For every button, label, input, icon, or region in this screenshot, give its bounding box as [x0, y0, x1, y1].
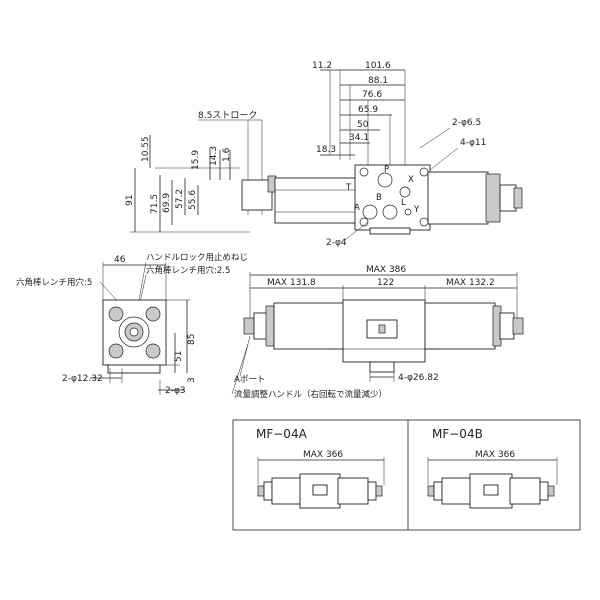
dim-2-phi6-5: 2-φ6.5: [452, 118, 481, 128]
dim-18-3: 18.3: [316, 145, 336, 155]
dim-69-9: 69.9: [162, 193, 172, 213]
dim-11-2: 11.2: [312, 61, 332, 71]
dim-55-6: 55.6: [188, 190, 198, 210]
port-p-label: P: [384, 165, 389, 175]
handle-lock-screw-label: ハンドルロック用止めねじ: [146, 252, 248, 263]
front-width-122: 122: [377, 278, 394, 288]
hex-wrench-5-label: 六角棒レンチ用穴:5: [16, 277, 92, 288]
dim-14-3: 14.3: [209, 146, 219, 166]
side-height-3: 3: [187, 377, 197, 383]
dim-76-6: 76.6: [362, 90, 382, 100]
variant-mf-04b: MF−04B MAX 366: [427, 427, 558, 509]
front-view: MAX 386 MAX 131.8 122 MAX 132.2 Aポート 流量調…: [231, 265, 524, 400]
port-x-label: X: [408, 175, 414, 185]
side-2-phi3: 2-φ3: [165, 386, 186, 396]
flow-handle-caption: 流量調整ハンドル（右回転で流量減少）: [234, 389, 387, 400]
hex-wrench-2-5-label: 六角棒レンチ用穴:2.5: [146, 265, 230, 276]
variants-panel: MF−04A MAX 366 MF−04B MAX 366: [232, 419, 581, 531]
dim-50: 50: [357, 120, 369, 130]
stroke-label: 8.5ストローク: [198, 110, 257, 121]
dim-10-55: 10.55: [141, 136, 151, 162]
port-a-caption: Aポート: [234, 375, 265, 385]
top-dimensions: 11.2 101.6 88.1 76.6 65.9 50 34.1 18.3 8…: [198, 61, 486, 215]
port-l-label: L: [401, 198, 406, 208]
side-view: 46 六角棒レンチ用穴:5 ハンドルロック用止めねじ 六角棒レンチ用穴:2.5 …: [16, 252, 248, 396]
front-max-386: MAX 386: [366, 265, 406, 275]
valve-top-body: T P B A X Y L 2-φ4: [241, 164, 523, 248]
vertical-dimensions: 10.55 15.9 14.3 1.6 91 71.5 69.9 57.2 55…: [125, 135, 250, 233]
side-width-46: 46: [114, 255, 126, 265]
dim-1-6: 1.6: [222, 147, 232, 162]
dim-101-6: 101.6: [365, 61, 391, 71]
port-a-label: A: [354, 203, 360, 213]
variant-a-title: MF−04A: [256, 427, 308, 441]
side-height-85: 85: [187, 334, 197, 345]
dim-91: 91: [125, 195, 135, 206]
port-y-label: Y: [413, 205, 420, 215]
port-t-label: T: [345, 183, 352, 193]
port-b-label: B: [376, 193, 382, 203]
dim-4-phi11: 4-φ11: [460, 138, 486, 148]
dim-15-9: 15.9: [191, 150, 201, 170]
dim-57-2: 57.2: [175, 189, 185, 209]
front-max-131-8: MAX 131.8: [267, 278, 316, 288]
dim-88-1: 88.1: [368, 76, 388, 86]
side-height-51: 51: [174, 351, 184, 362]
dim-71-5: 71.5: [150, 194, 160, 214]
front-4-phi26-82: 4-φ26.82: [398, 373, 439, 383]
dim-34-1: 34.1: [349, 133, 369, 143]
dim-65-9: 65.9: [358, 105, 378, 115]
variant-b-max: MAX 366: [475, 450, 515, 460]
top-view: 11.2 101.6 88.1 76.6 65.9 50 34.1 18.3 8…: [125, 61, 523, 248]
variant-mf-04a: MF−04A MAX 366: [256, 427, 385, 509]
side-2-phi12-32: 2-φ12.32: [62, 374, 103, 384]
dim-2-phi4: 2-φ4: [326, 238, 347, 248]
variant-a-max: MAX 366: [303, 450, 343, 460]
front-max-132-2: MAX 132.2: [446, 278, 495, 288]
variant-b-title: MF−04B: [432, 427, 483, 441]
